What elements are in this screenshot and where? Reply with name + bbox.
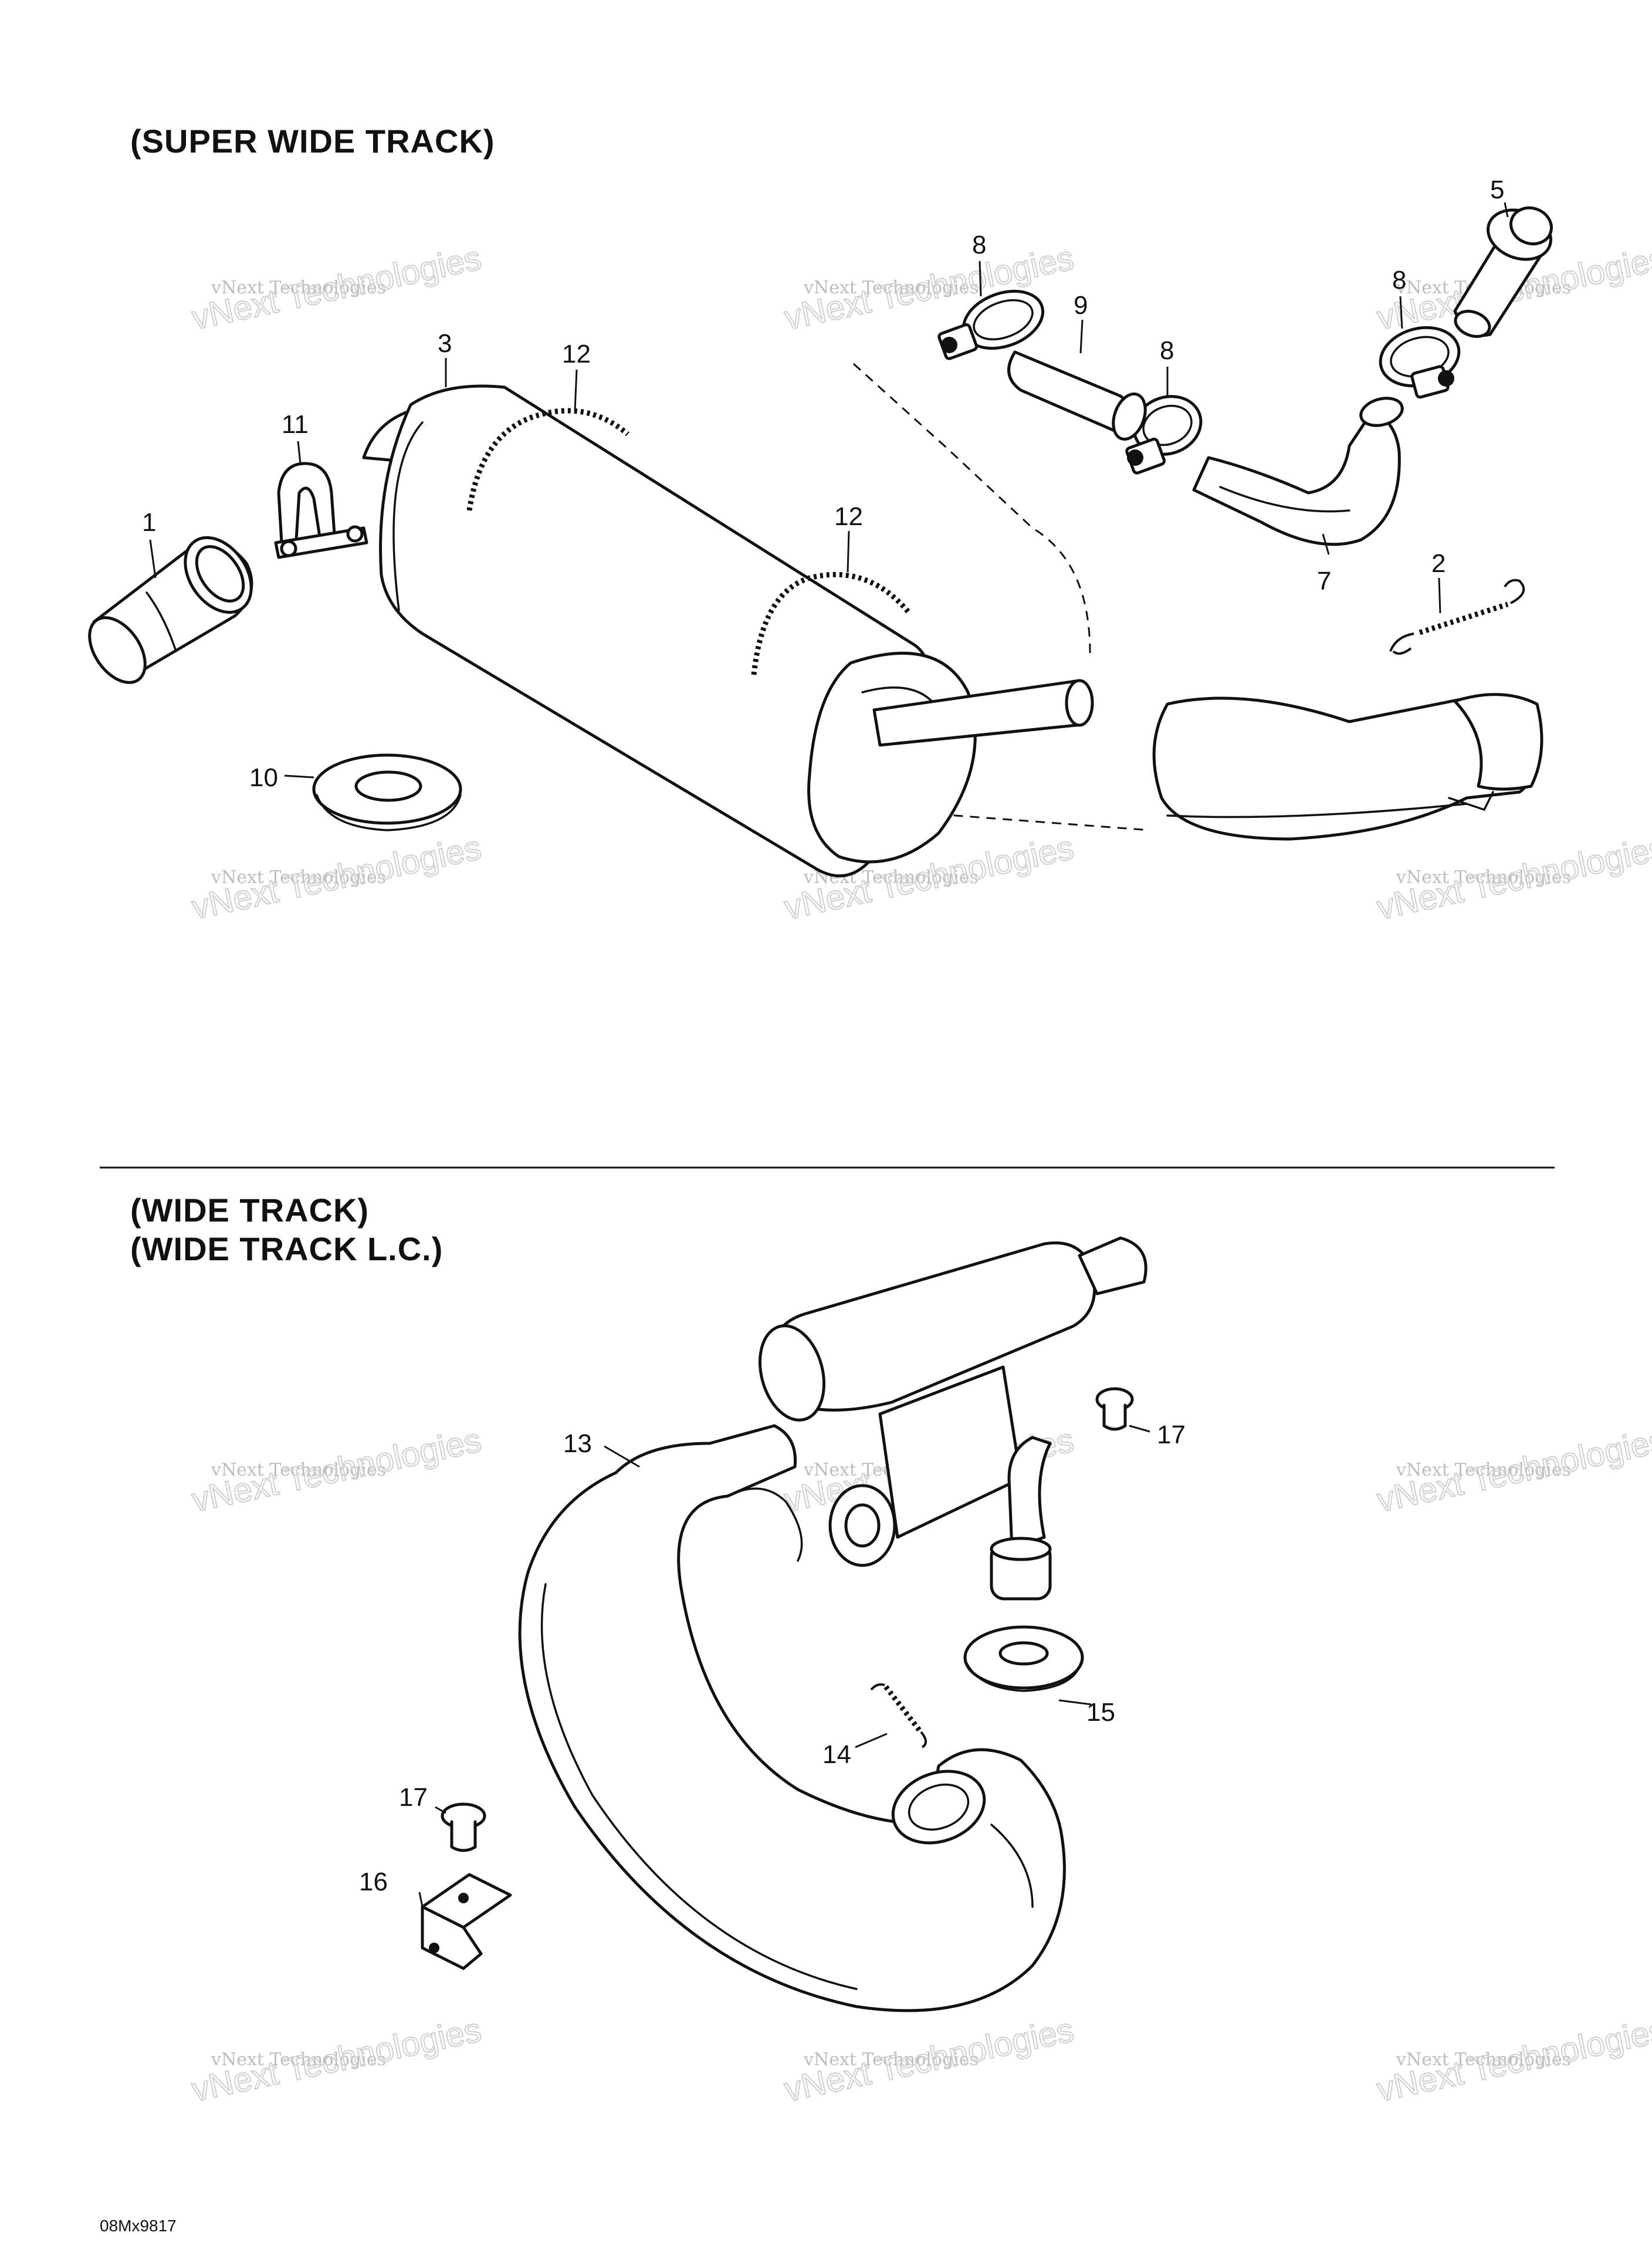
callout-16: 16 <box>359 1868 388 1896</box>
svg-text:vNext Technologies: vNext Technologies <box>1396 867 1571 888</box>
callout-10: 10 <box>249 763 278 792</box>
grommet-part-15 <box>963 1625 1084 1692</box>
watermark: vNext Technologies vNext Technologies <box>188 2010 485 2110</box>
bolt-part-17 <box>1095 1387 1134 1431</box>
svg-text:vNext Technologies: vNext Technologies <box>803 278 979 298</box>
hose-clamp-part-8 <box>1125 395 1203 475</box>
callout-15: 15 <box>1086 1698 1115 1727</box>
callout-8: 8 <box>972 231 986 259</box>
callout-9: 9 <box>1074 291 1088 320</box>
callout-12: 12 <box>562 340 591 368</box>
muffler-part-3 <box>362 384 1094 878</box>
u-clamp-part-11 <box>274 462 368 559</box>
outlet-elbow-part-5 <box>1453 206 1553 338</box>
callout-2: 2 <box>1431 549 1446 578</box>
callout-17: 17 <box>1157 1420 1186 1449</box>
pipe-part-1 <box>88 536 253 684</box>
callout-7: 7 <box>1317 567 1331 596</box>
callout-5: 5 <box>1490 175 1504 204</box>
svg-text:vNext Technologies: vNext Technologies <box>211 278 386 298</box>
spring-part-14 <box>870 1683 927 1748</box>
watermark: vNext Technologies vNext Technologies <box>188 828 485 928</box>
callout-leaders <box>418 1425 1150 1907</box>
callout-13: 13 <box>563 1429 592 1458</box>
svg-text:vNext Technologies: vNext Technologies <box>211 2049 386 2070</box>
heading-super-wide-track: (SUPER WIDE TRACK) <box>130 123 495 160</box>
bolt-part-17 <box>441 1802 486 1852</box>
watermark: vNext Technologies vNext Technologies <box>188 1420 485 1520</box>
callout-1: 1 <box>142 508 156 537</box>
svg-text:vNext Technologies: vNext Technologies <box>803 2049 979 2070</box>
elbow-hose-part-7 <box>1192 397 1404 546</box>
heading-wide-track: (WIDE TRACK) <box>130 1192 370 1229</box>
mounting-bracket-part-16 <box>421 1873 512 1970</box>
watermark: vNext Technologies vNext Technologies <box>1373 2010 1652 2110</box>
callout-12: 12 <box>834 502 863 531</box>
hose-clamp-part-8 <box>937 289 1045 360</box>
alignment-dashed-line <box>852 363 1091 658</box>
svg-text:vNext Technologies: vNext Technologies <box>1396 2049 1571 2070</box>
svg-text:vNext Technologies: vNext Technologies <box>211 1460 386 1480</box>
grommet-part-10 <box>312 753 462 831</box>
callout-11: 11 <box>282 410 309 439</box>
heat-shield-strap-part-12 <box>466 408 912 675</box>
watermark: vNext Technologies vNext Technologies <box>1373 828 1652 928</box>
tension-spring-part-2 <box>1389 579 1525 655</box>
callout-14: 14 <box>822 1740 851 1769</box>
watermark: vNext Technologies vNext Technologies <box>780 2010 1077 2110</box>
drawing-code: 08Mx9817 <box>100 2217 177 2235</box>
callout-8: 8 <box>1392 266 1406 295</box>
svg-text:vNext Technologies: vNext Technologies <box>1396 1460 1571 1480</box>
tail-pipe-section <box>1152 693 1543 841</box>
watermark: vNext Technologies vNext Technologies <box>1373 1420 1652 1520</box>
callout-17: 17 <box>399 1783 428 1812</box>
callout-leaders <box>149 202 1509 779</box>
callout-8: 8 <box>1160 336 1174 365</box>
svg-text:vNext Technologies: vNext Technologies <box>211 867 386 888</box>
watermark: vNext Technologies vNext Technologies <box>188 238 485 338</box>
heading-wide-track-lc: (WIDE TRACK L.C.) <box>130 1230 444 1267</box>
callout-3: 3 <box>438 329 452 358</box>
hose-clamp-part-8 <box>1379 326 1461 399</box>
tube-part-9 <box>1007 350 1147 441</box>
muffler-assembly-part-13 <box>518 1236 1147 2012</box>
